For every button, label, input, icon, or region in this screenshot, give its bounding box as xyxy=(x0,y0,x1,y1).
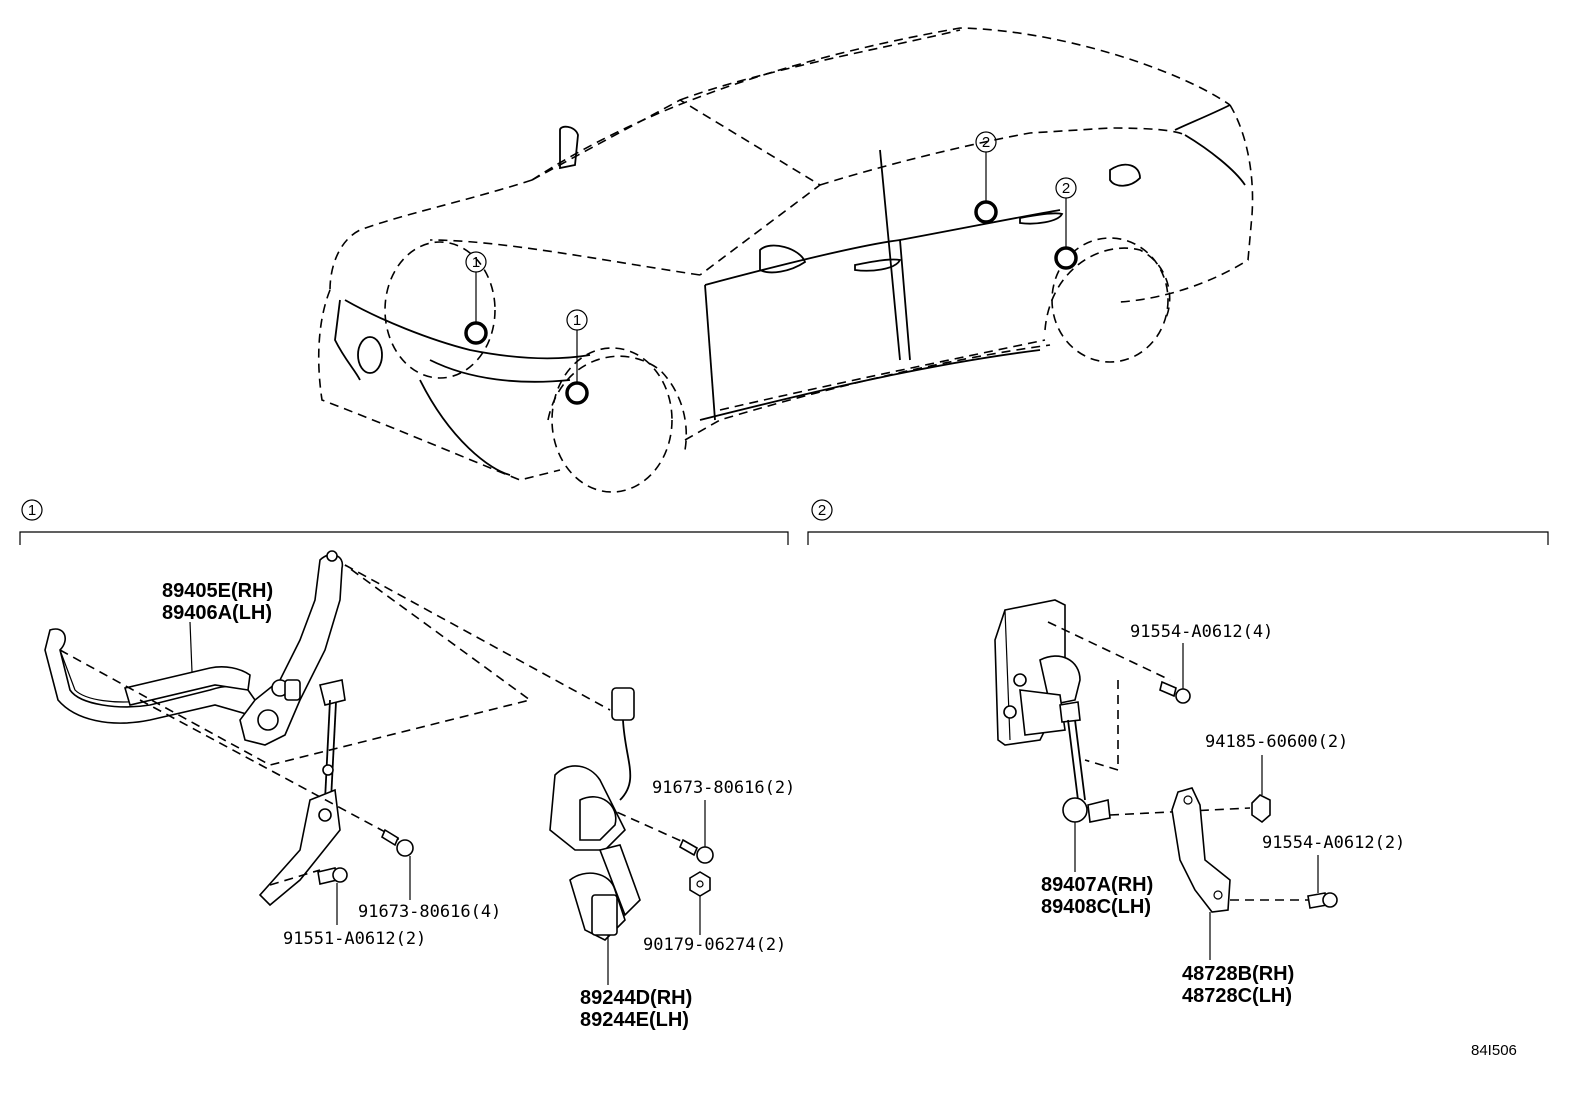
nut-94185-60600 xyxy=(1251,794,1271,824)
section-2: 2 89407A(RH) 89408C(LH) xyxy=(807,499,1549,1007)
bolt-91673-80616-4 xyxy=(380,828,414,857)
bolt-91551-A0612-2 xyxy=(317,867,348,885)
part-number-label: 89244E(LH) xyxy=(580,1009,689,1031)
height-sensor-bracket xyxy=(44,550,346,907)
callout-number: 1 xyxy=(573,312,581,329)
section-callout: 2 xyxy=(818,502,826,519)
reference-code: 84I506 xyxy=(1471,1042,1517,1059)
part-number-label: 48728B(RH) xyxy=(1182,963,1294,985)
rear-height-sensor xyxy=(994,599,1111,823)
part-number-label: 89244D(RH) xyxy=(580,987,692,1009)
part-number-label: 89408C(LH) xyxy=(1041,896,1151,918)
bolt-91554-A0612-4 xyxy=(1159,680,1191,704)
section-callout: 1 xyxy=(28,502,36,519)
bracket-48728 xyxy=(1171,787,1231,913)
callout-number: 1 xyxy=(472,254,480,271)
bolt-91673-80616-2 xyxy=(678,838,714,864)
part-number-label: 91673-80616(4) xyxy=(358,902,501,922)
location-marker-rear-right: 2 xyxy=(1054,177,1078,270)
nut-90179-06274 xyxy=(689,871,711,897)
location-marker-front-left: 1 xyxy=(464,251,488,345)
location-marker-front-right: 1 xyxy=(565,309,589,405)
part-number-label: 89407A(RH) xyxy=(1041,874,1153,896)
car-illustration xyxy=(317,27,1254,493)
part-number-label: 91551-A0612(2) xyxy=(283,929,426,949)
part-number-label: 90179-06274(2) xyxy=(643,935,786,955)
section-1: 1 89405E(RH) 89406A(LH) xyxy=(19,499,795,1031)
part-number-label: 91554-A0612(2) xyxy=(1262,833,1405,853)
callout-number: 2 xyxy=(982,134,990,151)
part-number-label: 91673-80616(2) xyxy=(652,778,795,798)
location-marker-rear-left: 2 xyxy=(974,131,998,224)
part-number-label: 89406A(LH) xyxy=(162,602,272,624)
bolt-91554-A0612-2 xyxy=(1307,892,1338,909)
callout-number: 2 xyxy=(1062,180,1070,197)
part-number-label: 89405E(RH) xyxy=(162,580,273,602)
part-number-label: 94185-60600(2) xyxy=(1205,732,1348,752)
part-number-label: 91554-A0612(4) xyxy=(1130,622,1273,642)
part-number-label: 48728C(LH) xyxy=(1182,985,1292,1007)
height-sensor-89244 xyxy=(549,687,641,941)
